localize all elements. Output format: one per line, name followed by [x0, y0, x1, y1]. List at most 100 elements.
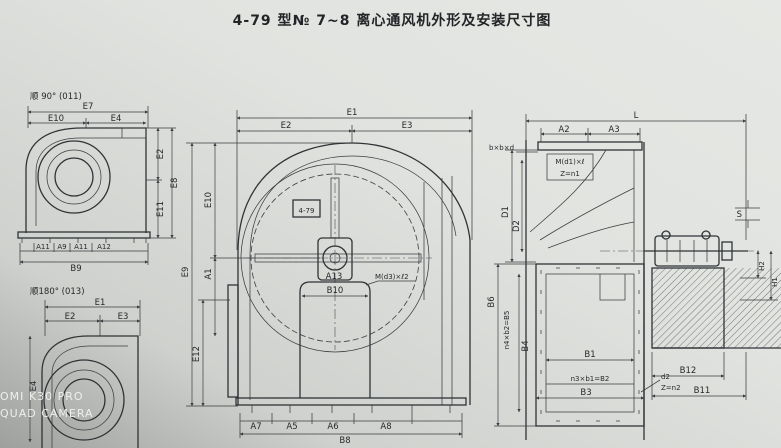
label-front-E9: E9	[181, 267, 191, 278]
view-90-inlet-ring	[37, 140, 111, 214]
side-lifting-lug-right	[701, 230, 711, 240]
label-E4: E4	[111, 114, 122, 124]
label-180-E1: E1	[95, 298, 106, 308]
label-front-A6: A6	[327, 422, 338, 432]
label-B9: B9	[70, 264, 81, 274]
label-side-D2: D2	[512, 220, 522, 232]
label-side-B5-formula: n4×b2=B5	[503, 311, 511, 350]
view-90-base-plate	[17, 231, 151, 239]
view-180-casing	[41, 335, 139, 448]
front-inlet-sleeve	[227, 284, 239, 398]
label-front-E1: E1	[347, 108, 358, 118]
side-inner-bracket	[599, 274, 626, 301]
front-base-plate	[235, 397, 467, 406]
label-front-A5: A5	[286, 422, 297, 432]
label-180-E2: E2	[65, 312, 76, 322]
nameplate-text: 4-79	[299, 207, 315, 215]
label-side-bolt-spec: M(d1)×ℓ	[555, 158, 584, 166]
label-side-B6: B6	[487, 296, 497, 307]
label-side-B1: B1	[584, 350, 595, 360]
label-A9: A9	[57, 243, 66, 251]
side-coupling	[721, 241, 733, 261]
view-90-outlet-flange	[121, 127, 147, 139]
label-front-A1: A1	[204, 268, 214, 279]
label-side-bolt-count: Z=n1	[560, 170, 580, 178]
label-side-A2: A2	[558, 125, 569, 135]
label-front-A8: A8	[380, 422, 391, 432]
label-side-d2: d2	[661, 373, 670, 381]
view-90-inlet-inner	[46, 149, 102, 205]
side-outlet-flange-outer	[535, 263, 645, 427]
front-nameplate	[292, 199, 321, 218]
front-shaft	[329, 252, 341, 264]
label-A11-right: A11	[74, 243, 88, 251]
front-hub	[322, 245, 348, 271]
view-90-inlet-core	[54, 157, 94, 197]
side-view: L A2 A3 b×b×d M(d1)×ℓ Z=n1 D1 D2 B1 n3×b…	[487, 111, 781, 440]
label-E11: E11	[156, 201, 166, 217]
camera-watermark-quad: QUAD CAMERA	[0, 407, 94, 420]
view-180-inlet-core	[62, 378, 106, 422]
drawing-title: 4-79 型№ 7~8 离心通风机外形及安装尺寸图	[233, 12, 552, 29]
label-front-E3: E3	[402, 121, 413, 131]
front-view: E1 E2 E3 E9 E10 A1 E12 4-79 A13 B10 M(d3…	[181, 108, 473, 446]
side-foundation-hatch	[652, 268, 781, 348]
label-180-E4: E4	[29, 381, 39, 392]
view-90-feet	[21, 238, 147, 243]
label-front-E12: E12	[192, 346, 202, 362]
camera-watermark-model: OMI K30 PRO	[0, 390, 84, 403]
label-E10: E10	[48, 114, 64, 124]
label-side-B11: B11	[694, 386, 711, 396]
side-lifting-lug-left	[661, 230, 671, 240]
view-90-degree: 顺 90° (011) E7 E10 E4 E2 E8 E11 A11 A9 A…	[17, 92, 180, 274]
label-side-L: L	[634, 111, 639, 121]
label-E7: E7	[83, 102, 94, 112]
side-bolt-note-frame	[546, 153, 594, 181]
side-outlet-flange-inner	[545, 273, 635, 413]
label-front-E2: E2	[281, 121, 292, 131]
label-side-B12: B12	[680, 366, 697, 376]
label-side-H1: H1	[771, 277, 779, 287]
side-top-flange	[537, 141, 643, 151]
label-front-B8: B8	[339, 436, 350, 446]
label-side-hole-count: Z=n2	[661, 384, 681, 392]
front-foot-bolts	[251, 405, 451, 413]
label-front-A7: A7	[250, 422, 261, 432]
view-90-casing	[25, 127, 147, 233]
view-180-degree: 顺180° (013) E1 E2 E3 E4	[28, 287, 141, 448]
view-180-label: 顺180° (013)	[30, 287, 85, 297]
front-casing-outer	[237, 142, 471, 405]
label-side-B4: B4	[521, 340, 531, 351]
label-front-E10: E10	[204, 192, 214, 208]
view-90-bottom-ticks	[19, 243, 149, 265]
label-front-A13: A13	[326, 272, 343, 282]
front-bottom-ticks	[239, 413, 463, 438]
front-pedestal	[299, 281, 371, 398]
label-side-A3: A3	[608, 125, 619, 135]
label-A11-left: A11	[36, 243, 50, 251]
label-A12: A12	[97, 243, 111, 251]
view-90-inner-scroll	[35, 137, 122, 226]
label-E8: E8	[170, 178, 180, 189]
label-side-B3: B3	[580, 388, 591, 398]
front-bearing-housing	[317, 237, 353, 281]
view-180-inlet-inner	[53, 369, 115, 431]
front-casing-inner	[249, 155, 457, 400]
side-inlet-flare	[529, 149, 635, 249]
label-E2: E2	[156, 149, 166, 160]
label-side-H2: H2	[758, 261, 766, 271]
side-lower-extensions	[494, 263, 536, 427]
label-front-bolt-spec: M(d3)×ℓ2	[375, 273, 409, 281]
front-outlet-lines	[423, 176, 453, 405]
view-180-inner-scroll	[51, 345, 128, 448]
label-front-B10: B10	[327, 286, 344, 296]
side-flange-bolt-holes	[540, 267, 640, 422]
side-hole-leader	[640, 379, 661, 393]
view-180-inlet-ring	[43, 359, 125, 441]
dim-side-S	[735, 200, 760, 228]
label-side-S: S	[737, 210, 742, 220]
view-90-label: 顺 90° (011)	[30, 92, 82, 102]
label-180-E3: E3	[118, 312, 129, 322]
